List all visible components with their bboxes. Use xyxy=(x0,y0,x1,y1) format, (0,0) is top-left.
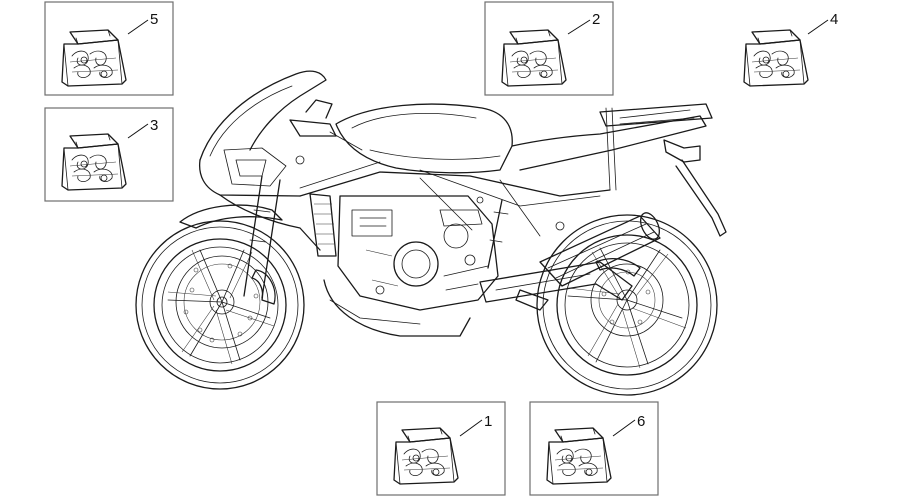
callout-number: 2 xyxy=(592,11,600,28)
callout-number: 4 xyxy=(830,11,838,28)
callout-number: 5 xyxy=(150,11,158,28)
callout-number: 3 xyxy=(150,117,158,134)
kit-box-3[interactable]: 3 xyxy=(44,107,174,202)
decal-kit-bag-icon xyxy=(743,29,809,87)
rear-wheel xyxy=(536,214,718,396)
front-wheel xyxy=(135,220,305,390)
kit-box-2[interactable]: 2 xyxy=(484,1,614,96)
kit-box-5[interactable]: 5 xyxy=(44,1,174,96)
motorcycle-icon xyxy=(135,70,727,396)
kit-box-6[interactable]: 6 xyxy=(529,401,659,496)
kit-item-4[interactable]: 4 xyxy=(743,11,838,87)
engine xyxy=(337,195,499,311)
callout-number: 6 xyxy=(637,413,645,430)
callout-number: 1 xyxy=(484,413,492,430)
kit-box-1[interactable]: 1 xyxy=(376,401,506,496)
